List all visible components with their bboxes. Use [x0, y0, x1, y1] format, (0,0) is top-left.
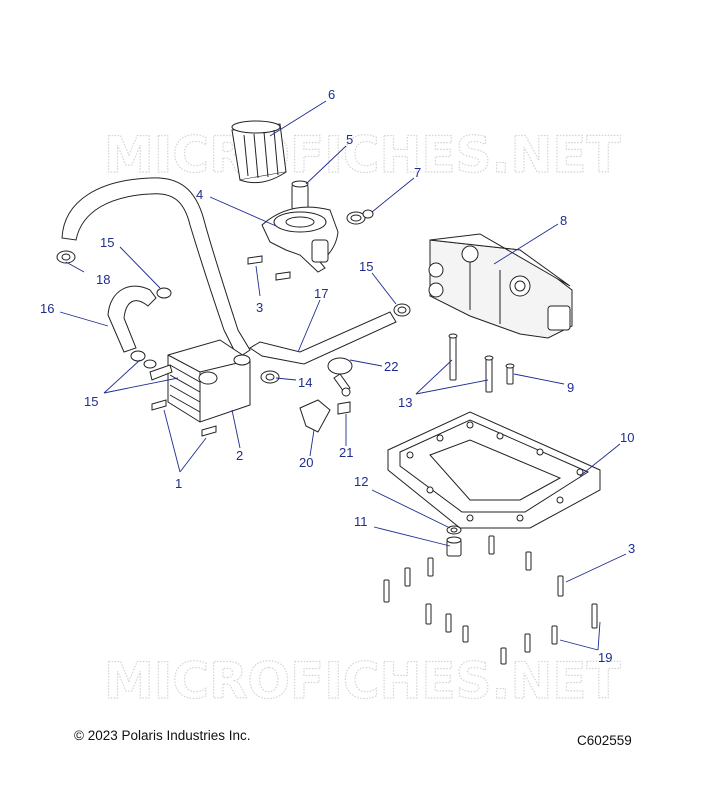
clamps-15-art [130, 350, 157, 369]
watermark-bottom: MICROFICHES.NET [104, 652, 621, 710]
callout-1: 1 [175, 476, 182, 491]
callout-17: 17 [314, 286, 328, 301]
callout-3: 3 [628, 541, 635, 556]
callout-19: 19 [598, 650, 612, 665]
callout-10: 10 [620, 430, 634, 445]
pan-bolts-art [383, 535, 598, 665]
callout-11: 11 [354, 514, 368, 529]
callout-21: 21 [339, 445, 353, 460]
washers-14-art [233, 354, 280, 384]
pump-bolts-art [448, 333, 515, 393]
oil-cooler-art [149, 339, 251, 423]
cooler-bolts-art [151, 399, 217, 437]
callout-20: 20 [299, 455, 313, 470]
oil-pan-art [387, 411, 601, 529]
callout-8: 8 [560, 213, 567, 228]
watermark-top: MICROFICHES.NET [104, 126, 621, 184]
adapter-bolts-art [247, 255, 291, 281]
callout-3: 3 [256, 300, 263, 315]
short-hose-art [107, 285, 172, 353]
callout-15: 15 [100, 235, 114, 250]
diagram-code: C602559 [577, 733, 632, 748]
oil-pump-art [428, 233, 573, 339]
filter-adapter-art [261, 206, 339, 273]
leader-lines [59, 100, 627, 651]
clamp-18-art [56, 250, 76, 264]
callout-18: 18 [96, 272, 110, 287]
callout-15: 15 [84, 394, 98, 409]
oil-filter-art [231, 120, 287, 184]
callout-6: 6 [328, 87, 335, 102]
callout-14: 14 [298, 375, 312, 390]
o-ring-art [346, 209, 374, 225]
callout-7: 7 [414, 165, 421, 180]
copyright-notice: © 2023 Polaris Industries Inc. [74, 728, 251, 743]
callout-2: 2 [236, 448, 243, 463]
callouts: 1 2 3 3 4 5 6 7 8 9 10 11 12 13 14 15 15… [40, 87, 635, 665]
bracket-20-art [299, 399, 331, 433]
part-art [56, 120, 601, 665]
callout-12: 12 [354, 474, 368, 489]
bolt-21-art [337, 401, 351, 415]
callout-22: 22 [384, 359, 398, 374]
callout-15: 15 [359, 259, 373, 274]
callout-5: 5 [346, 132, 353, 147]
callout-16: 16 [40, 301, 54, 316]
long-hose-art [61, 177, 251, 359]
filter-stud-art [291, 180, 309, 211]
callout-4: 4 [196, 187, 203, 202]
oil-pipe-art [249, 303, 411, 365]
callout-13: 13 [398, 395, 412, 410]
drain-plug-art [446, 525, 462, 557]
callout-9: 9 [567, 380, 574, 395]
clamp-22-art [327, 357, 353, 397]
